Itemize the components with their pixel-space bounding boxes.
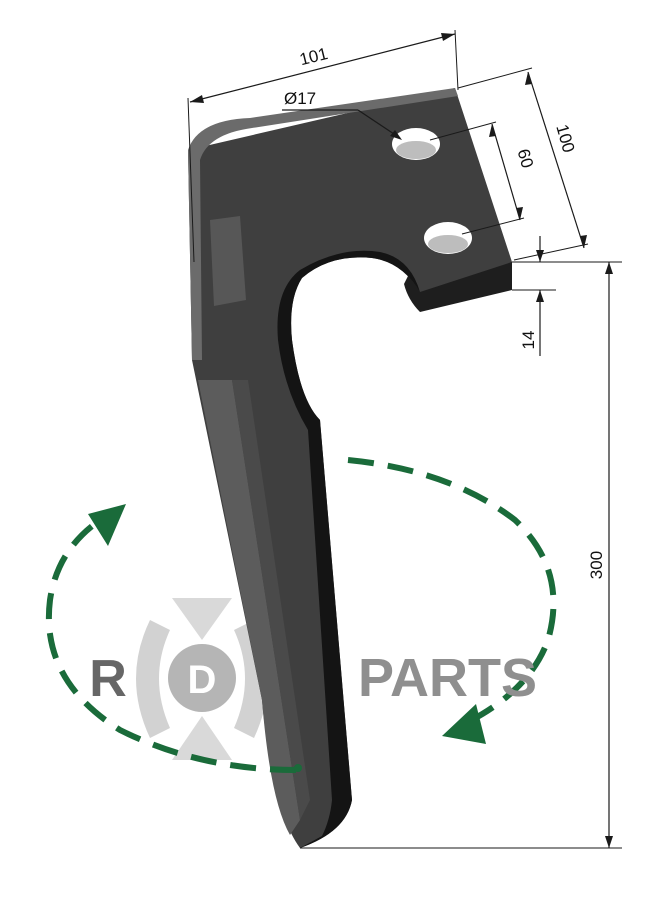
watermark-letter-r: R — [89, 650, 127, 708]
dimension-label-60: 60 — [514, 147, 537, 170]
dimension-label-diameter: Ø17 — [284, 89, 316, 108]
dashed-rotation-arrow-icon — [45, 457, 557, 773]
dimension-height: 300 — [300, 261, 622, 849]
watermark-letter-d: D — [188, 658, 217, 702]
tine-blade — [188, 88, 512, 849]
dimension-label-14: 14 — [519, 331, 538, 350]
dimension-label-101: 101 — [298, 44, 330, 69]
dimension-label-100: 100 — [552, 122, 578, 155]
dimension-hole-spacing: 60 — [429, 121, 537, 235]
dimension-thickness: 14 — [512, 236, 560, 356]
dimension-hole-diameter: Ø17 — [282, 89, 402, 140]
rd-parts-logo-icon: D R — [89, 598, 268, 760]
dimension-width-top: 101 — [187, 29, 459, 263]
dimension-label-300: 300 — [587, 551, 606, 579]
watermark-word-parts: PARTS — [358, 648, 537, 708]
